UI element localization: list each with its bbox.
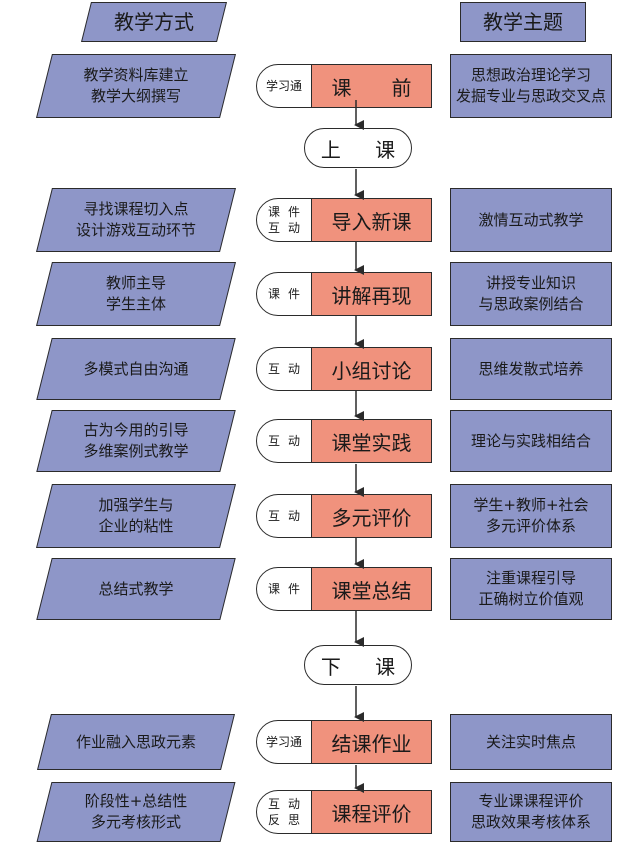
- step-label: 讲解再现: [311, 273, 431, 315]
- step-tag: 课件互动: [257, 199, 311, 241]
- step-tag-line: 学习通: [265, 735, 302, 749]
- method-text: 作业融入思政元素: [75, 732, 196, 751]
- step-label: 课 前: [311, 65, 431, 107]
- step-tag: 学习通: [257, 721, 311, 763]
- method-text: 阶段性+总结性 多元考核形式: [84, 792, 188, 831]
- step-tag-line: 课件: [268, 205, 300, 219]
- step-box: 互动多元评价: [256, 494, 432, 538]
- step-tag: 互动: [257, 495, 311, 537]
- step-tag: 互动: [257, 420, 311, 462]
- step-label: 小组讨论: [311, 348, 431, 390]
- step-tag-line: 互动: [268, 797, 300, 811]
- header-method: 教学方式: [114, 9, 194, 34]
- method-text: 古为今用的引导 多维案例式教学: [83, 421, 189, 460]
- theme-box: 思维发散式培养: [450, 338, 612, 400]
- step-tag-line: 互动: [268, 509, 300, 523]
- step-box: 学习通课 前: [256, 64, 432, 108]
- theme-box: 理论与实践相结合: [450, 410, 612, 472]
- step-box: 课件课堂总结: [256, 567, 432, 611]
- start-class-connector: 上 课: [304, 128, 412, 168]
- method-text: 寻找课程切入点 设计游戏互动环节: [75, 200, 196, 239]
- step-tag: 学习通: [257, 65, 311, 107]
- step-box: 课件讲解再现: [256, 272, 432, 316]
- step-tag-line: 互动: [268, 362, 300, 376]
- step-tag: 课件: [257, 568, 311, 610]
- step-label: 多元评价: [311, 495, 431, 537]
- step-label: 课堂实践: [311, 420, 431, 462]
- step-tag-line: 反思: [268, 813, 300, 827]
- step-box: 互动反思课程评价: [256, 790, 432, 834]
- method-text: 多模式自由沟通: [83, 359, 189, 378]
- step-tag-line: 学习通: [265, 79, 302, 93]
- header-theme: 教学主题: [460, 2, 586, 42]
- end-class-connector: 下 课: [304, 645, 412, 685]
- theme-box: 专业课课程评价 思政效果考核体系: [450, 782, 612, 842]
- step-label: 课堂总结: [311, 568, 431, 610]
- theme-box: 学生+教师+社会 多元评价体系: [450, 484, 612, 548]
- step-tag-line: 互动: [268, 434, 300, 448]
- method-text: 总结式教学: [98, 579, 174, 598]
- step-tag-line: 互动: [268, 221, 300, 235]
- step-tag-line: 课件: [268, 287, 300, 301]
- theme-box: 激情互动式教学: [450, 188, 612, 252]
- method-text: 教师主导 学生主体: [105, 274, 166, 313]
- step-label: 导入新课: [311, 199, 431, 241]
- step-tag: 课件: [257, 273, 311, 315]
- step-box: 互动课堂实践: [256, 419, 432, 463]
- theme-box: 讲授专业知识 与思政案例结合: [450, 262, 612, 326]
- step-tag: 互动: [257, 348, 311, 390]
- theme-box: 关注实时焦点: [450, 714, 612, 770]
- method-text: 加强学生与 企业的粘性: [98, 496, 174, 535]
- step-box: 学习通结课作业: [256, 720, 432, 764]
- step-label: 结课作业: [311, 721, 431, 763]
- step-tag: 互动反思: [257, 791, 311, 833]
- method-text: 教学资料库建立 教学大纲撰写: [83, 66, 189, 105]
- step-box: 互动小组讨论: [256, 347, 432, 391]
- theme-box: 注重课程引导 正确树立价值观: [450, 558, 612, 620]
- step-label: 课程评价: [311, 791, 431, 833]
- step-tag-line: 课件: [268, 582, 300, 596]
- theme-box: 思想政治理论学习 发掘专业与思政交叉点: [450, 54, 612, 118]
- step-box: 课件互动导入新课: [256, 198, 432, 242]
